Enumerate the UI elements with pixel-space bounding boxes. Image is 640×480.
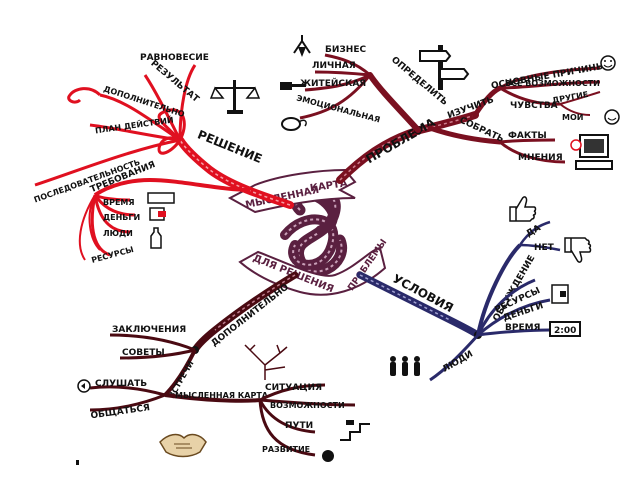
problem-collect-item-1: МНЕНИЯ (518, 153, 563, 163)
extra-mindmap: МЫСЛЕННАЯ КАРТА (175, 391, 269, 400)
hammer-icon (280, 82, 306, 90)
signpost-icon (419, 45, 470, 90)
problem-define-item-1: ЛИЧНАЯ (312, 61, 356, 71)
problem-study-item-1: ВСЕ ВОЗМОЖНОСТИ (505, 79, 600, 88)
extra-mindmap-item-1: ВОЗМОЖНОСТИ (270, 401, 345, 410)
extra-listen: СЛУШАТЬ (95, 379, 147, 389)
handshake-icon (159, 433, 207, 458)
clock-time: 2:00 (554, 326, 576, 336)
thumbs-down-icon (564, 237, 592, 263)
solution-item-2: ДОПОЛНИТЕЛЬНО (102, 84, 185, 119)
scales-icon (209, 80, 261, 114)
wallet-small-icon (149, 207, 166, 221)
dot-mark (76, 460, 79, 465)
clock-icon: 2:00 (549, 321, 581, 337)
conditions-people: ЛЮДИ (441, 349, 475, 374)
computer-icon (570, 134, 613, 170)
extra-item-1: СОВЕТЫ (122, 348, 165, 358)
extra-title: ДОПОЛНИТЕЛЬНО (210, 282, 291, 349)
people-icon (390, 356, 420, 376)
branch-problem: ПРОБЛЕМА ОПРЕДЕЛИТЬ БИЗНЕС ЛИЧНАЯ ЖИТЕЙС… (296, 45, 606, 184)
steps-icon (340, 420, 370, 441)
problem-collect-item-0: ФАКТЫ (508, 131, 547, 141)
solution-item-0: РАВНОВЕСИЕ (140, 53, 209, 63)
extra-mindmap-item-0: СИТУАЦИЯ (265, 383, 322, 393)
happy-face-icon (604, 109, 620, 125)
tree-icon (244, 344, 288, 380)
problem-define-item-3: ЭМОЦИОНАЛЬНАЯ (296, 93, 382, 124)
idea-face-icon (600, 55, 616, 71)
thumbs-up-icon (509, 196, 537, 222)
extra-mindmap-item-2: ПУТИ (285, 421, 313, 431)
problem-study-item-4: МОИ (562, 113, 583, 122)
branch-solution: РЕШЕНИЕ РАВНОВЕСИЕ РЕЗУЛЬТАТ ДОПОЛНИТЕЛЬ… (33, 53, 294, 265)
extra-item-0: ЗАКЛЮЧЕНИЯ (112, 325, 186, 335)
problem-define-item-2: ЖИТЕЙСКАЯ (300, 77, 366, 89)
bottle-icon (150, 227, 162, 249)
solution-title: РЕШЕНИЕ (196, 127, 265, 166)
branch-extra: ДОПОЛНИТЕЛЬНО ЗАКЛЮЧЕНИЯ СОВЕТЫ ВСТРЕЧИ … (89, 271, 356, 457)
problem-define-item-0: БИЗНЕС (325, 45, 366, 55)
extra-communicate: ОБЩАТЬСЯ (90, 403, 151, 421)
extra-mindmap-item-3: РАЗВИТИЕ (262, 445, 310, 454)
solution-req-item-2: ЛЮДИ (103, 229, 133, 238)
magnet-icon (322, 450, 334, 462)
branch-conditions: УСЛОВИЯ ОБСУЖДЕНИЕ ДА НЕТ РЕСУРСЫ ДЕНЬГИ… (356, 220, 561, 382)
wallet-icon (551, 284, 569, 304)
solution-req-item-0: ВРЕМЯ (103, 198, 135, 207)
mouse-icon (281, 117, 307, 131)
speaker-icon (77, 379, 91, 393)
conditions-discuss-item-1: НЕТ (534, 243, 555, 253)
solution-req-item-1: ДЕНЬГИ (103, 213, 140, 222)
problem-study-item-2: ЧУВСТВА (510, 101, 558, 111)
clock-small-icon (147, 192, 175, 204)
conditions-time: ВРЕМЯ (505, 323, 541, 333)
hanger-icon (293, 35, 311, 57)
problem-study-item-3: ДРУГИЕ (552, 90, 589, 105)
